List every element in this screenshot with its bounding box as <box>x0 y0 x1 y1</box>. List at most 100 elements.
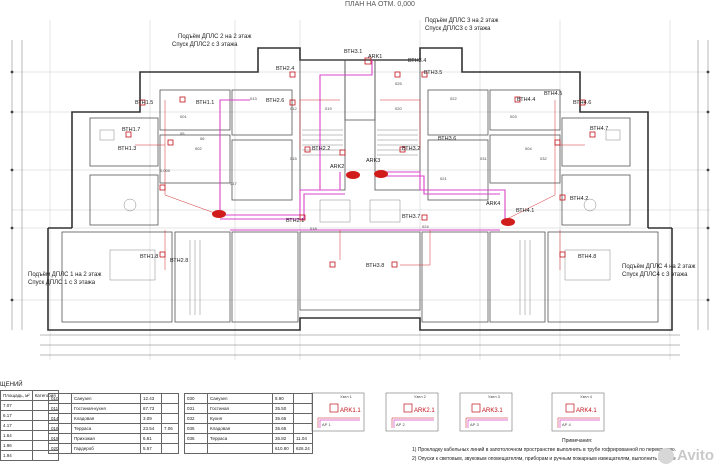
ark-label: ARK3 <box>366 158 380 164</box>
notes-title: Примечания: <box>562 438 593 444</box>
riser-labels: ВТН1.1 ВТН1.3 ВТН1.5 ВТН1.7 ВТН1.8 ВТН2.… <box>118 49 608 269</box>
svg-text:019: 019 <box>325 106 332 111</box>
fire-detectors <box>125 57 596 268</box>
svg-text:Спуск ДПЛС3 с 3 этажа: Спуск ДПЛС3 с 3 этажа <box>425 26 491 32</box>
vtn-label: ВТН2.4 <box>276 66 294 72</box>
node-3: Узел 3 ARK3.1 АР 3 <box>459 392 513 432</box>
svg-text:ARK3.1: ARK3.1 <box>482 408 503 414</box>
vtn-label: ВТН4.5 <box>544 91 562 97</box>
svg-text:ARK4.1: ARK4.1 <box>576 408 597 414</box>
svg-text:АР 2: АР 2 <box>396 422 405 427</box>
svg-text:Узел 1: Узел 1 <box>340 394 353 399</box>
svg-text:Спуск ДПЛС 1 с 3 этажа: Спуск ДПЛС 1 с 3 этажа <box>28 280 96 286</box>
stair-steps <box>189 129 531 315</box>
furniture <box>99 129 621 281</box>
svg-text:018: 018 <box>310 226 317 231</box>
svg-text:020: 020 <box>395 106 402 111</box>
svg-text:032: 032 <box>540 156 547 161</box>
svg-text:004: 004 <box>525 146 532 151</box>
vtn-label: ВТН1.1 <box>196 100 214 106</box>
col-area-header: Площадь, м² <box>0 390 33 401</box>
svg-text:Спуск ДПЛС4 с 3 этажа: Спуск ДПЛС4 с 3 этажа <box>622 272 688 278</box>
vtn-label: ВТН1.3 <box>118 146 136 152</box>
svg-text:024: 024 <box>422 224 429 229</box>
sheet-title: ПЛАН НА ОТМ. 0,000 <box>345 1 415 8</box>
ark-label: ARK4 <box>486 201 500 207</box>
svg-text:001: 001 <box>180 114 187 119</box>
riser-note-top-center: Подъём ДПЛС 3 на 2 этаж Спуск ДПЛС3 с 3 … <box>425 18 498 32</box>
svg-text:022: 022 <box>450 96 457 101</box>
ark-label: ARK2 <box>330 164 344 170</box>
elevation-mark: 0,000 <box>160 168 171 173</box>
svg-text:Подъём ДПЛС 1 на 2 этаж: Подъём ДПЛС 1 на 2 этаж <box>28 272 101 278</box>
svg-text:003: 003 <box>510 114 517 119</box>
svg-text:05: 05 <box>180 131 185 136</box>
svg-text:Подъём ДПЛС 3 на 2 этаж: Подъём ДПЛС 3 на 2 этаж <box>425 18 498 24</box>
ark-label: ARK1 <box>368 54 382 60</box>
watermark-text: Avito <box>677 446 714 464</box>
vtn-label: ВТН2.1 <box>286 218 304 224</box>
vtn-label: ВТН1.8 <box>140 254 158 260</box>
avito-watermark: Avito <box>658 447 714 464</box>
svg-text:АР 4: АР 4 <box>562 422 571 427</box>
svg-text:АР 3: АР 3 <box>470 422 479 427</box>
note-item: 1) Прокладку кабельных линий в запотолоч… <box>412 447 676 453</box>
svg-text:012: 012 <box>290 106 297 111</box>
svg-text:025: 025 <box>395 81 402 86</box>
svg-text:017: 017 <box>230 181 237 186</box>
riser-note-left: Подъём ДПЛС 1 на 2 этаж Спуск ДПЛС 1 с 3… <box>28 272 101 286</box>
svg-text:Узел 2: Узел 2 <box>414 394 427 399</box>
svg-text:031: 031 <box>480 156 487 161</box>
note-item: 2) Опуски к световым, звуковым оповещате… <box>412 456 676 462</box>
svg-text:021: 021 <box>440 176 447 181</box>
signal-wiring <box>135 99 585 270</box>
svg-text:Узел 4: Узел 4 <box>580 394 593 399</box>
vtn-label: ВТН2.6 <box>266 98 284 104</box>
avito-logo-icon <box>658 448 675 464</box>
svg-text:ARK2.1: ARK2.1 <box>414 408 435 414</box>
riser-note-top-left: Подъём ДПЛС 2 на 2 этаж Спуск ДПЛС2 с 3 … <box>172 34 251 48</box>
svg-text:Спуск ДПЛС2 с 3 этажа: Спуск ДПЛС2 с 3 этажа <box>172 42 238 48</box>
vtn-label: ВТН4.7 <box>590 126 608 132</box>
vtn-label: ВТН1.5 <box>135 100 153 106</box>
vtn-label: ВТН2.2 <box>312 146 330 152</box>
vtn-label: ВТН3.8 <box>366 263 384 269</box>
vtn-label: ВТН1.7 <box>122 127 140 133</box>
svg-text:АР 1: АР 1 <box>322 422 331 427</box>
vtn-label: ВТН4.8 <box>578 254 596 260</box>
vtn-label: ВТН3.2 <box>402 146 420 152</box>
notes-block: Примечания: 1) Прокладку кабельных линий… <box>412 437 718 464</box>
dimension-lines <box>11 40 709 356</box>
room-numbers: 013 012 015 022 001 002 003 004 05 06 01… <box>180 81 547 231</box>
svg-text:Подъём ДПЛС 4 на 2 этаж: Подъём ДПЛС 4 на 2 этаж <box>622 264 695 270</box>
svg-text:Подъём ДПЛС 2 на 2 этаж: Подъём ДПЛС 2 на 2 этаж <box>178 34 251 40</box>
axis-markers <box>10 70 710 302</box>
explication-header: ЩЕНИЙ <box>0 380 23 388</box>
svg-text:015: 015 <box>290 156 297 161</box>
vtn-label: ВТН4.2 <box>570 196 588 202</box>
svg-text:002: 002 <box>195 146 202 151</box>
vtn-label: ВТН3.5 <box>424 70 442 76</box>
interior-walls <box>61 59 659 323</box>
ark-labels: ARK1 ARK3 ARK2 ARK4 <box>330 54 500 207</box>
svg-text:Узел 3: Узел 3 <box>488 394 501 399</box>
vtn-label: ВТН3.4 <box>408 58 426 64</box>
vtn-label: ВТН4.6 <box>573 100 591 106</box>
vtn-label: ВТН3.1 <box>344 49 362 55</box>
node-4: Узел 4 ARK4.1 АР 4 <box>551 392 605 432</box>
node-2: Узел 2 ARK2.1 АР 2 <box>385 392 439 432</box>
vtn-label: ВТН2.8 <box>170 258 188 264</box>
svg-text:ARK1.1: ARK1.1 <box>340 408 361 414</box>
